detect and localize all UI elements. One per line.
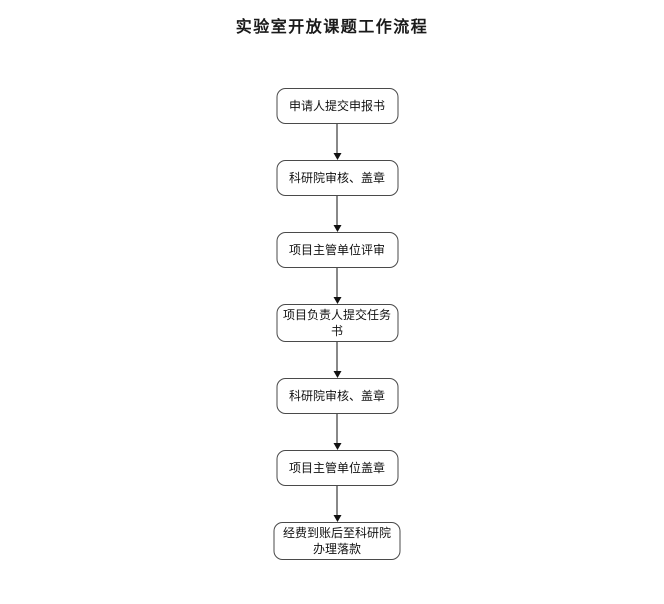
arrow-shaft — [336, 268, 338, 297]
arrow-head — [333, 153, 341, 160]
flow-node-label: 项目负责人提交任务书 — [282, 308, 391, 338]
flow-node-supervisor-review: 项目主管单位评审 — [276, 232, 398, 268]
arrow-shaft — [336, 414, 338, 443]
flow-node-label: 项目主管单位盖章 — [288, 461, 385, 475]
arrow-down-icon — [333, 124, 341, 160]
arrow-down-icon — [333, 196, 341, 232]
arrow-head — [333, 515, 341, 522]
arrow-down-icon — [333, 414, 341, 450]
flow-node-submit-application: 申请人提交申报书 — [276, 88, 398, 124]
flow-node-label: 科研院审核、盖章 — [288, 171, 385, 185]
arrow-shaft — [336, 196, 338, 225]
arrow-shaft — [336, 124, 338, 153]
arrow-head — [333, 443, 341, 450]
arrow-head — [333, 371, 341, 378]
flow-node-submit-task-book: 项目负责人提交任务书 — [276, 304, 398, 342]
flow-node-label: 项目主管单位评审 — [288, 243, 385, 257]
flow-node-label: 申请人提交申报书 — [288, 99, 385, 113]
arrow-head — [333, 225, 341, 232]
arrow-shaft — [336, 342, 338, 371]
arrow-down-icon — [333, 342, 341, 378]
flow-node-institute-review-stamp-1: 科研院审核、盖章 — [276, 160, 398, 196]
arrow-shaft — [336, 486, 338, 515]
flow-node-institute-review-stamp-2: 科研院审核、盖章 — [276, 378, 398, 414]
arrow-down-icon — [333, 486, 341, 522]
arrow-head — [333, 297, 341, 304]
page-title: 实验室开放课题工作流程 — [235, 19, 429, 36]
arrow-down-icon — [333, 268, 341, 304]
flow-node-supervisor-stamp: 项目主管单位盖章 — [276, 450, 398, 486]
flow-node-label: 经费到账后至科研院办理落款 — [282, 526, 391, 556]
flow-node-funds-settlement: 经费到账后至科研院办理落款 — [273, 522, 401, 560]
flowchart: 申请人提交申报书 科研院审核、盖章 项目主管单位评审 项目负责人提交任务书 科研… — [273, 88, 401, 560]
flow-node-label: 科研院审核、盖章 — [288, 389, 385, 403]
